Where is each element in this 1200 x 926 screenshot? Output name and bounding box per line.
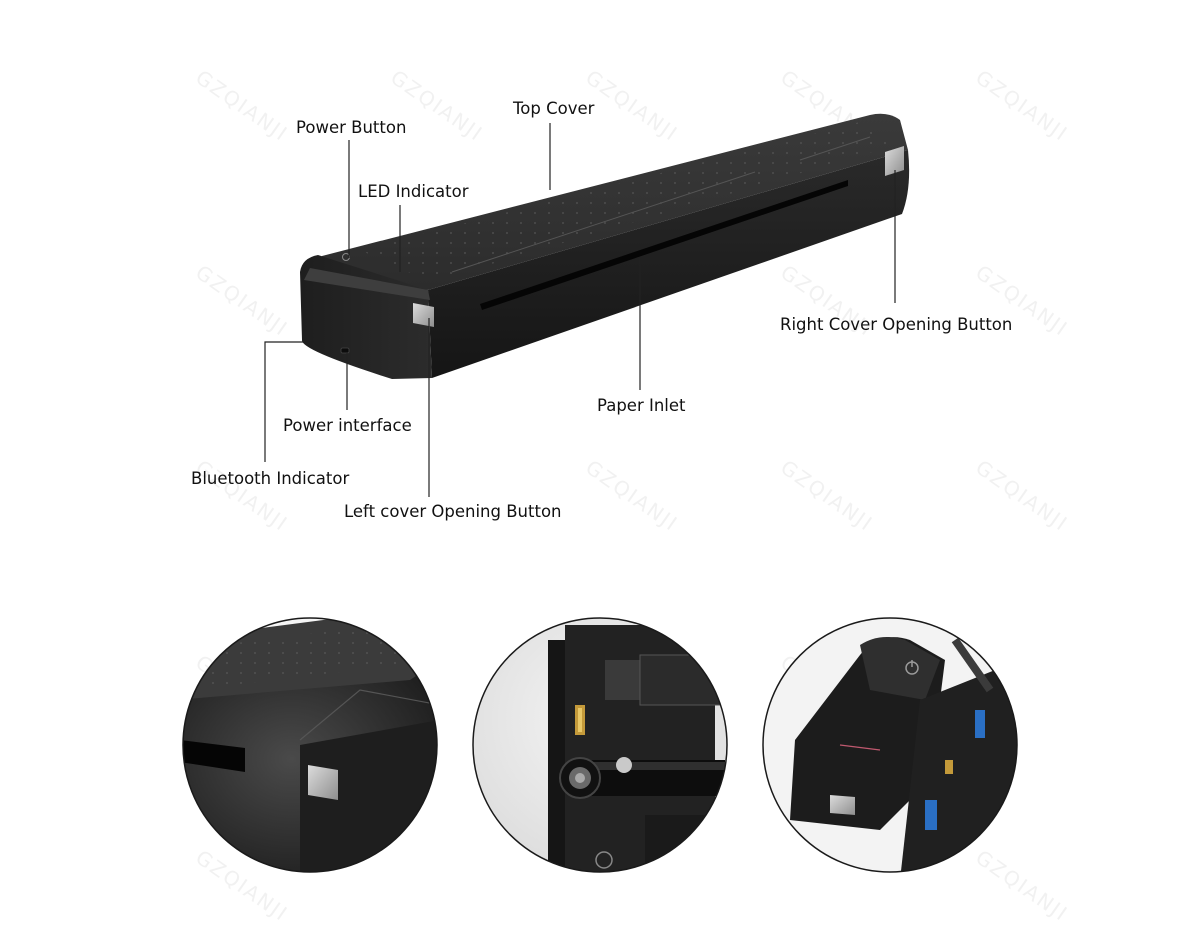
label-paper-inlet: Paper Inlet <box>597 396 686 415</box>
label-left-cover-opening-button: Left cover Opening Button <box>344 502 562 521</box>
printer-body <box>300 113 910 379</box>
label-led-indicator: LED Indicator <box>358 182 469 201</box>
right-cover-button <box>885 146 904 176</box>
leader-lines <box>264 123 896 497</box>
label-bluetooth-indicator: Bluetooth Indicator <box>191 469 350 488</box>
closeup-left-corner <box>182 617 438 873</box>
label-top-cover: Top Cover <box>513 99 595 118</box>
closeup-open-cover <box>762 617 1018 873</box>
closeup-internal-roller <box>472 617 728 873</box>
power-port <box>340 347 350 354</box>
label-power-interface: Power interface <box>283 416 412 435</box>
label-power-button: Power Button <box>296 118 407 137</box>
left-cover-button <box>413 303 434 327</box>
label-right-cover-opening-button: Right Cover Opening Button <box>780 315 1013 334</box>
